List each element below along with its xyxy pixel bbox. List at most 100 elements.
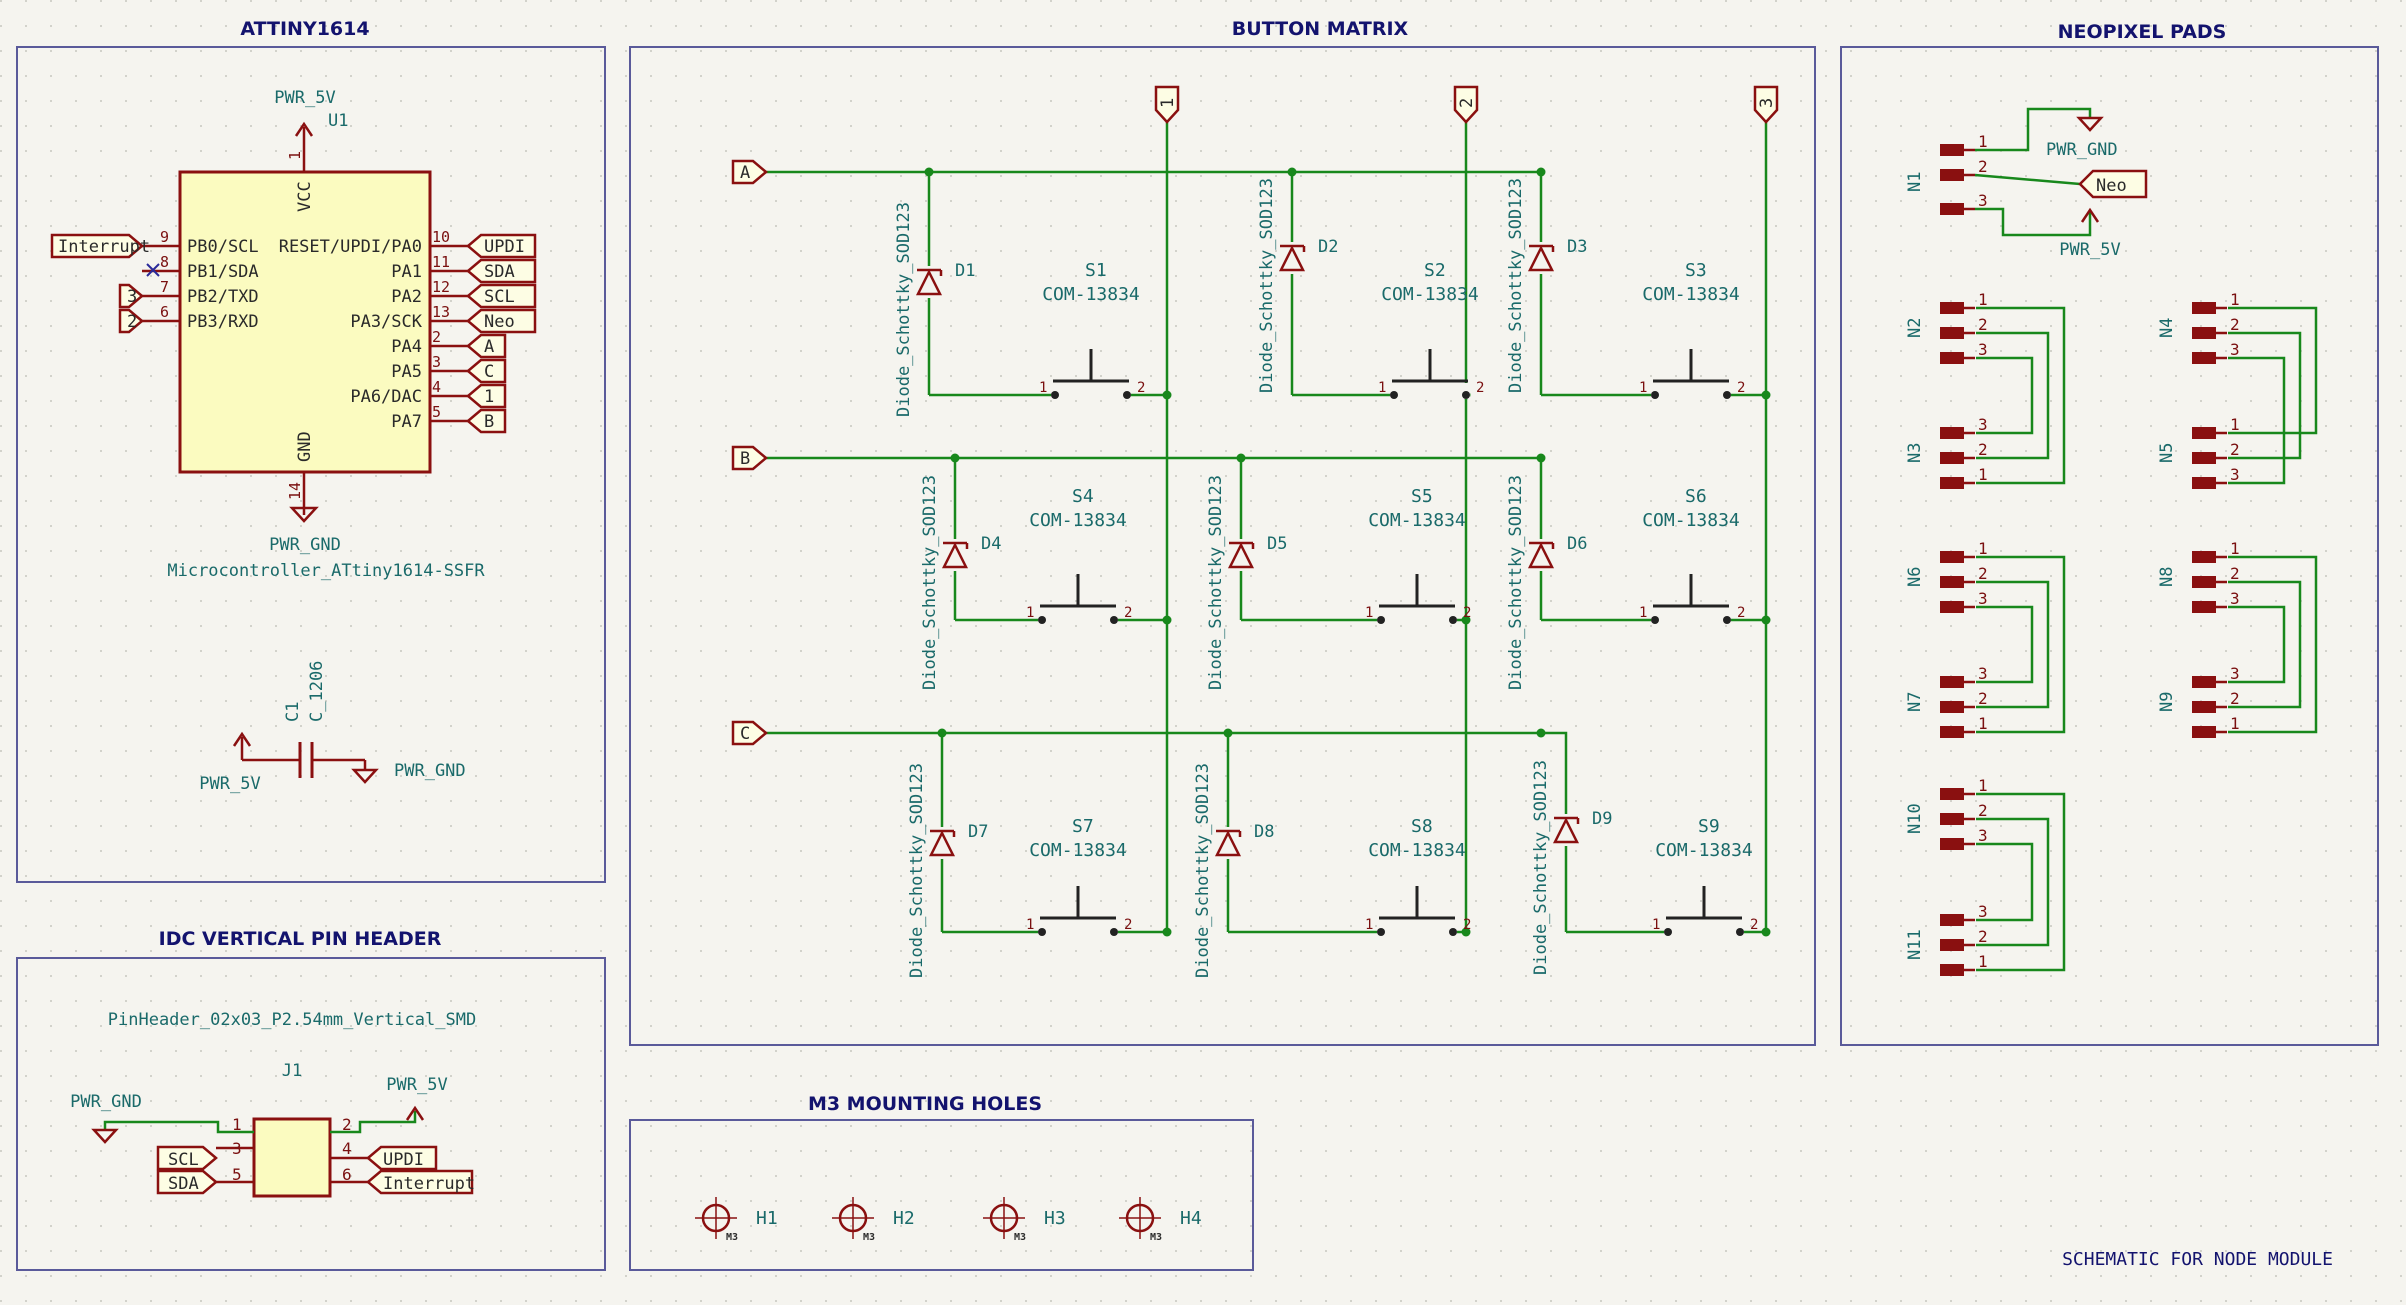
neopixel-n1[interactable]: 123 N1 PWR_GND Neo PWR_5V: [1905, 107, 2148, 260]
hole-ref: H4: [1180, 1208, 1202, 1229]
diode-ref: D8: [1254, 822, 1274, 842]
ground-icon: [289, 506, 319, 523]
pad-link-wire: [1976, 555, 2066, 734]
mcu-ground-label: PWR_GND: [269, 535, 341, 555]
frame-header: [16, 957, 606, 1271]
pad-number: 2: [1978, 157, 1988, 176]
switch-contact: [1664, 928, 1672, 936]
diode-icon: [1552, 816, 1580, 844]
mcu-net-label-shape: [466, 408, 507, 434]
pad: [1940, 676, 1964, 688]
pad: [2192, 302, 2216, 314]
pad-number: 3: [1978, 415, 1988, 434]
j1-pin-number: 1: [232, 1115, 242, 1134]
mcu-net-label-shape: [466, 333, 507, 359]
switch-contact: [1038, 616, 1046, 624]
pad-link-wire: [2228, 555, 2318, 734]
pad-link-wire: [1976, 306, 2066, 485]
ground-icon: [91, 1128, 119, 1144]
mcu-u1[interactable]: U1 Microcontroller_ATtiny1614-SSFR PWR_5…: [50, 88, 537, 581]
hole-crosshair: [832, 1197, 874, 1239]
switch-pin-number: 2: [1124, 917, 1132, 933]
junction-dot: [1223, 728, 1233, 738]
pad-link-wire: [1976, 331, 2050, 460]
switch-pin-number: 2: [1124, 605, 1132, 621]
mounting-hole[interactable]: M3 H4: [1119, 1197, 1202, 1243]
section-title-mcu: ATTINY1614: [240, 18, 369, 40]
pad-ref: N7: [1905, 692, 1925, 712]
diode-icon: [1214, 829, 1242, 857]
n1-pwr-wire: [1975, 207, 2092, 237]
hole-crosshair: [983, 1197, 1025, 1239]
power-arrow-icon: [405, 1105, 425, 1121]
pad-number: 2: [1978, 564, 1988, 583]
pin-header-j1[interactable]: PinHeader_02x03_P2.54mm_Vertical_SMD J1 …: [70, 1010, 476, 1198]
pad-link-wire: [1976, 842, 2034, 922]
switch-pin-number: 2: [1750, 917, 1758, 933]
switch-bg: [1390, 383, 1470, 399]
c1-power-label: PWR_5V: [199, 774, 260, 794]
pad: [2192, 601, 2216, 613]
pad-number: 2: [2230, 564, 2240, 583]
diode-value: Diode_Schottky_SOD123: [907, 763, 927, 978]
diode-ref: D5: [1267, 534, 1287, 554]
switch-ref: S8: [1411, 816, 1433, 837]
mcu-net-label-shape: [466, 258, 537, 284]
mcu-net-label: Neo: [484, 312, 515, 332]
column-net-label: [1753, 85, 1779, 124]
pad-link-wire: [2228, 356, 2286, 485]
mcu-pin-number: 13: [432, 303, 450, 321]
pad-number: 1: [2230, 539, 2240, 558]
pad-number: 2: [1978, 689, 1988, 708]
pad-link-wire: [2228, 580, 2302, 709]
capacitor-c1[interactable]: PWR_5V PWR_GND C1 C_1206: [199, 661, 465, 794]
mcu-pin-number: 9: [160, 228, 169, 246]
n1-net: Neo: [2096, 176, 2127, 196]
pad-number: 1: [1978, 776, 1988, 795]
hole-tag: M3: [1150, 1232, 1162, 1243]
frame-mcu: [16, 46, 606, 883]
mcu-pin-name: PB1/SDA: [187, 262, 259, 282]
switch-pin-number: 2: [1737, 605, 1745, 621]
pad-number: 2: [2230, 440, 2240, 459]
switch-contact: [1449, 616, 1457, 624]
mcu-value: Microcontroller_ATtiny1614-SSFR: [167, 561, 485, 581]
pad-number: 2: [2230, 315, 2240, 334]
pad-ref: N10: [1905, 803, 1925, 834]
mcu-power-label: PWR_5V: [274, 88, 335, 108]
row-net-label: [731, 720, 768, 746]
pad-link-wire: [1976, 605, 2034, 684]
pad: [1940, 144, 1964, 156]
switch-ref: S3: [1685, 260, 1707, 281]
mcu-pin-name: PA6/DAC: [350, 387, 422, 407]
j1-pin-number: 2: [342, 1115, 352, 1134]
row-net-text: A: [740, 163, 750, 183]
pad-number: 1: [1978, 539, 1988, 558]
junction-dot: [1761, 390, 1771, 400]
pad-number: 1: [1978, 465, 1988, 484]
switch-bg: [1664, 920, 1744, 936]
switch-value: COM-13834: [1381, 284, 1479, 305]
pad: [1940, 601, 1964, 613]
pad: [1940, 813, 1964, 825]
pad: [1940, 726, 1964, 738]
